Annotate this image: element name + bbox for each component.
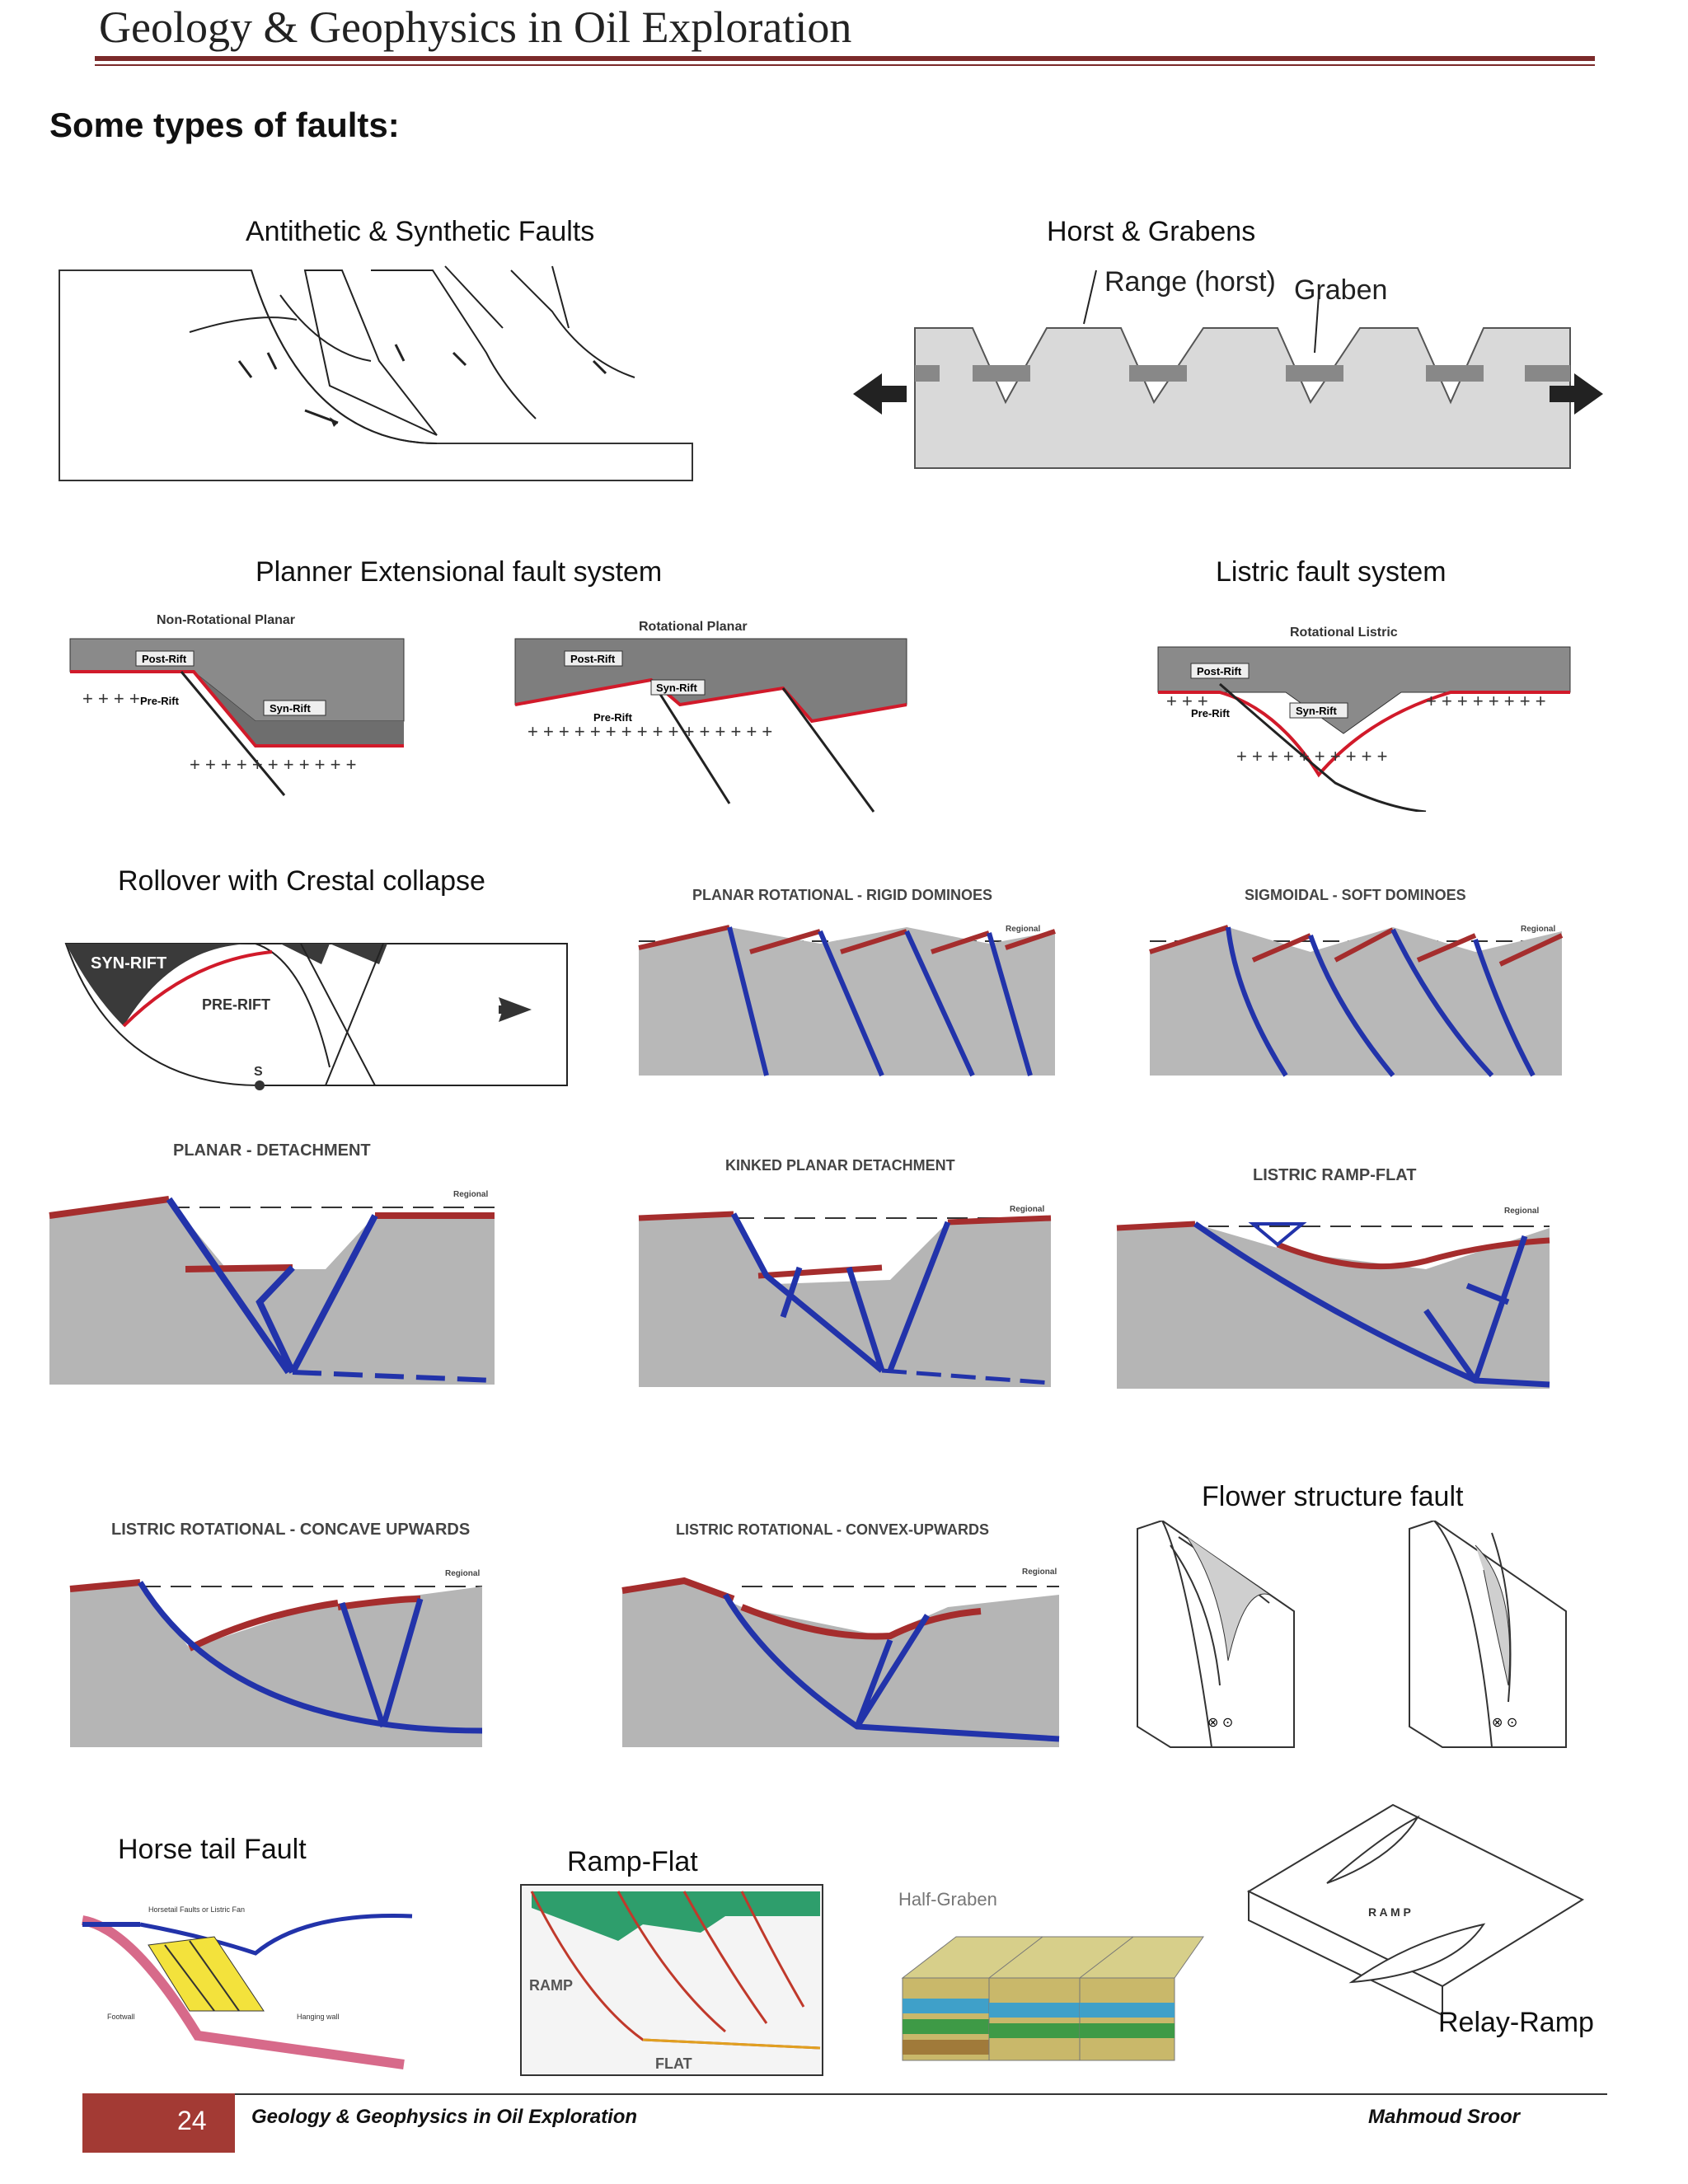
ramp-label-flat: FLAT xyxy=(655,2055,692,2072)
halfgraben-title: Half-Graben xyxy=(898,1889,997,1910)
header-rule xyxy=(95,56,1595,61)
header-title: Geology & Geophysics in Oil Exploration xyxy=(99,2,852,52)
svg-text:⊗ ⊙: ⊗ ⊙ xyxy=(1207,1716,1233,1730)
listric-post-rift: Post-Rift xyxy=(1197,665,1242,677)
horst-figure: Range (horst) Graben xyxy=(849,262,1607,493)
listric-rampflat-regional: Regional xyxy=(1504,1207,1539,1216)
relay-ramp-label: R A M P xyxy=(1368,1905,1411,1919)
listric-rampflat-title: LISTRIC RAMP-FLAT xyxy=(1253,1166,1417,1184)
planner-post-rift-1: Post-Rift xyxy=(142,653,187,665)
horsetail-hanging: Hanging wall xyxy=(297,2013,340,2021)
concave-regional: Regional xyxy=(445,1569,480,1578)
listric-syn-rift: Syn-Rift xyxy=(1296,705,1338,717)
footer-author: Mahmoud Sroor xyxy=(1368,2106,1520,2128)
svg-text:+ + +: + + + xyxy=(1166,691,1208,711)
detach-figure: PLANAR - DETACHMENT Regional xyxy=(45,1137,499,1393)
soft-title: SIGMOIDAL - SOFT DOMINOES xyxy=(1245,887,1466,903)
listric-caption: Listric fault system xyxy=(1216,556,1447,588)
kinked-figure: KINKED PLANAR DETACHMENT Regional xyxy=(635,1152,1055,1391)
planner-right-title: Rotational Planar xyxy=(639,620,748,634)
concave-figure: LISTRIC ROTATIONAL - CONCAVE UPWARDS Reg… xyxy=(66,1516,486,1751)
footer-page-box xyxy=(82,2093,235,2153)
planner-pre-rift-1: Pre-Rift xyxy=(140,695,180,707)
rollover-s: S xyxy=(254,1065,263,1079)
listric-figure: Rotational Listric Post-Rift Syn-Rift Pr… xyxy=(1154,618,1574,812)
listric-rampflat-figure: LISTRIC RAMP-FLAT Regional xyxy=(1113,1162,1554,1393)
rigid-regional: Regional xyxy=(1006,925,1040,934)
svg-text:+ + + + + + + + + + + + + + +: + + + + + + + + + + + + + + + + xyxy=(528,721,772,742)
ramp-figure: RAMP FLAT xyxy=(519,1883,824,2077)
rigid-figure: PLANAR ROTATIONAL - RIGID DOMINOES Regio… xyxy=(635,882,1059,1080)
horst-label-range: Range (horst) xyxy=(1104,266,1276,298)
soft-regional: Regional xyxy=(1521,925,1555,934)
rollover-figure: SYN-RIFT PRE-RIFT S xyxy=(58,927,573,1092)
convex-regional: Regional xyxy=(1022,1568,1057,1577)
relay-caption: Relay-Ramp xyxy=(1438,2007,1594,2038)
rollover-caption: Rollover with Crestal collapse xyxy=(118,865,485,897)
rigid-title: PLANAR ROTATIONAL - RIGID DOMINOES xyxy=(692,887,992,903)
svg-text:+ + + + + + + + + +: + + + + + + + + + + xyxy=(1236,746,1388,766)
horsetail-footwall: Footwall xyxy=(107,2013,135,2021)
convex-figure: LISTRIC ROTATIONAL - CONVEX-UPWARDS Regi… xyxy=(618,1516,1063,1751)
relay-figure: R A M P xyxy=(1245,1801,1591,2048)
svg-text:+ + + +: + + + + xyxy=(82,688,140,709)
soft-figure: SIGMOIDAL - SOFT DOMINOES Regional xyxy=(1146,882,1566,1080)
ramp-label-ramp: RAMP xyxy=(529,1977,573,1994)
horst-caption: Horst & Grabens xyxy=(1047,216,1256,247)
header-rule-thin xyxy=(95,64,1595,66)
planner-caption: Planner Extensional fault system xyxy=(256,556,663,588)
listric-title: Rotational Listric xyxy=(1290,626,1398,640)
flower-figure: ⊗ ⊙ ⊗ ⊙ xyxy=(1129,1521,1578,1751)
planner-post-rift-2: Post-Rift xyxy=(570,653,616,665)
footer-title: Geology & Geophysics in Oil Exploration xyxy=(251,2106,638,2128)
planner-left-title: Non-Rotational Planar xyxy=(157,613,295,627)
footer-rule xyxy=(235,2093,1607,2095)
listric-pre-rift: Pre-Rift xyxy=(1191,707,1231,719)
halfgraben-figure: Half-Graben xyxy=(890,1887,1207,2077)
planner-pre-rift-2: Pre-Rift xyxy=(593,711,633,724)
detach-title: PLANAR - DETACHMENT xyxy=(173,1141,371,1160)
horst-label-graben: Graben xyxy=(1294,274,1387,306)
svg-text:⊗ ⊙: ⊗ ⊙ xyxy=(1492,1716,1517,1730)
antithetic-figure xyxy=(58,262,696,485)
planner-syn-rift-2: Syn-Rift xyxy=(656,682,698,694)
kinked-regional: Regional xyxy=(1010,1205,1044,1214)
svg-text:+ + + + + + + + + + +: + + + + + + + + + + + xyxy=(190,754,356,775)
kinked-title: KINKED PLANAR DETACHMENT xyxy=(725,1157,955,1174)
rollover-pre-rift: PRE-RIFT xyxy=(202,996,270,1013)
ramp-caption: Ramp-Flat xyxy=(567,1846,698,1877)
horsetail-figure: Horsetail Faults or Listric Fan Footwall… xyxy=(74,1887,429,2077)
planner-figure: Non-Rotational Planar Post-Rift Syn-Rift… xyxy=(66,606,915,816)
section-title: Some types of faults: xyxy=(49,105,400,144)
rollover-syn-rift: SYN-RIFT xyxy=(91,954,166,972)
antithetic-caption: Antithetic & Synthetic Faults xyxy=(246,216,595,247)
concave-title: LISTRIC ROTATIONAL - CONCAVE UPWARDS xyxy=(111,1521,470,1539)
svg-text:+ + + + + + + +: + + + + + + + + xyxy=(1426,691,1546,711)
horsetail-caption: Horse tail Fault xyxy=(118,1834,307,1865)
page-number: 24 xyxy=(177,2106,207,2135)
convex-title: LISTRIC ROTATIONAL - CONVEX-UPWARDS xyxy=(676,1521,989,1538)
flower-caption: Flower structure fault xyxy=(1202,1481,1464,1512)
planner-syn-rift-1: Syn-Rift xyxy=(270,702,312,715)
detach-regional: Regional xyxy=(453,1190,488,1199)
horsetail-splays: Horsetail Faults or Listric Fan xyxy=(148,1905,245,1914)
